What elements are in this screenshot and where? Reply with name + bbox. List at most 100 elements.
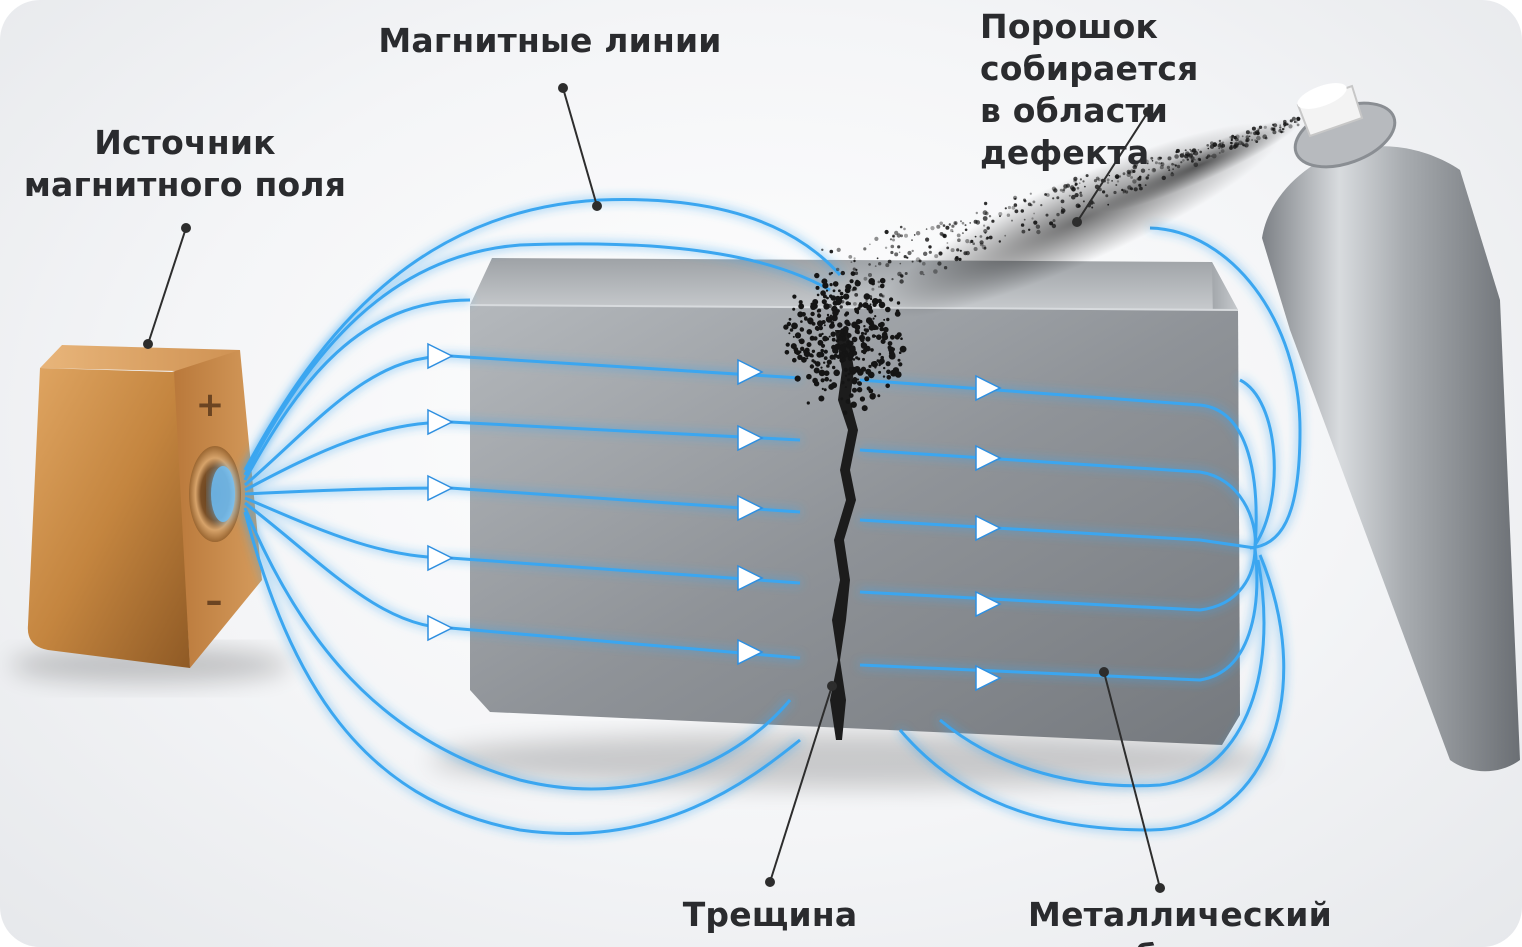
powder-particle	[829, 323, 834, 329]
powder-particle	[1175, 148, 1180, 153]
powder-particle	[879, 358, 885, 365]
leader-lines	[143, 83, 1165, 893]
powder-particle	[956, 233, 961, 238]
powder-particle	[1093, 179, 1098, 183]
powder-particle	[1011, 205, 1016, 210]
powder-particle	[988, 215, 992, 218]
powder-particle	[1020, 209, 1024, 213]
powder-particle	[870, 297, 873, 301]
powder-particle	[891, 278, 894, 281]
powder-particle	[846, 333, 852, 338]
powder-particle	[1279, 126, 1282, 129]
powder-particle	[1031, 217, 1034, 220]
powder-particle	[933, 269, 938, 274]
powder-particle	[907, 250, 912, 256]
powder-particle	[918, 259, 922, 263]
powder-particle	[830, 331, 836, 337]
powder-particle	[922, 261, 926, 266]
powder-particle	[979, 235, 983, 238]
powder-particle	[860, 337, 865, 343]
powder-particle	[851, 378, 858, 385]
powder-particle	[1071, 187, 1076, 192]
powder-particle	[823, 361, 826, 364]
powder-particle	[823, 349, 828, 354]
field-arrow	[427, 408, 454, 436]
powder-particle	[791, 322, 798, 330]
powder-particle	[953, 221, 958, 226]
powder-particle	[878, 363, 881, 367]
powder-particle	[1076, 186, 1080, 190]
powder-particle	[899, 345, 907, 353]
label-magnetic-source-line1: Источник	[94, 123, 276, 162]
powder-particle	[885, 263, 890, 268]
powder-particle	[999, 215, 1001, 218]
powder-particle	[823, 356, 828, 360]
field-arrow	[975, 374, 1002, 402]
powder-particle	[986, 236, 989, 240]
leader-field-lines	[562, 87, 598, 207]
powder-particle	[1293, 121, 1296, 123]
powder-particle	[1130, 187, 1133, 191]
powder-particle	[1127, 171, 1131, 175]
powder-particle	[817, 339, 824, 346]
powder-particle	[1218, 147, 1221, 150]
powder-particle	[865, 368, 872, 375]
powder-particle	[1258, 125, 1263, 129]
powder-particle	[813, 336, 818, 341]
powder-particle	[1251, 139, 1253, 141]
powder-particles	[783, 116, 1301, 415]
powder-particle	[871, 334, 876, 338]
powder-particle	[801, 356, 807, 363]
field-line	[859, 448, 1257, 549]
powder-particle	[818, 325, 823, 331]
powder-particle	[1245, 137, 1250, 142]
powder-particle	[814, 272, 820, 279]
powder-particle	[1154, 161, 1158, 165]
powder-particle	[983, 246, 987, 250]
powder-particle	[1115, 184, 1118, 186]
powder-particle	[928, 250, 932, 254]
powder-particle	[1158, 162, 1161, 165]
powder-particle	[886, 317, 890, 322]
powder-particle	[1079, 194, 1083, 197]
field-line	[859, 547, 1259, 682]
powder-particle	[872, 317, 875, 320]
powder-particle	[983, 224, 986, 227]
leader-dot	[1143, 107, 1153, 117]
powder-particle	[816, 351, 823, 358]
powder-particle	[1140, 168, 1146, 173]
powder-particle	[942, 224, 946, 227]
powder-particle	[923, 273, 925, 276]
powder-particle	[885, 383, 890, 389]
powder-particle	[1171, 171, 1174, 174]
powder-particle	[813, 367, 820, 374]
powder-particle	[1218, 139, 1222, 143]
powder-particle	[1270, 127, 1275, 131]
powder-particle	[1029, 203, 1033, 207]
powder-particle	[865, 317, 873, 324]
powder-particle	[1106, 178, 1110, 182]
powder-particle	[868, 263, 871, 266]
powder-particle	[826, 364, 830, 368]
powder-particle	[844, 374, 848, 377]
powder-particle	[869, 393, 876, 400]
powder-particle	[849, 393, 854, 398]
powder-particle	[974, 235, 977, 238]
powder-particle	[843, 293, 850, 300]
powder-particle	[815, 285, 820, 290]
powder-particle	[1011, 219, 1013, 222]
leader-powder	[1076, 111, 1149, 223]
powder-particle	[864, 376, 870, 382]
powder-particle	[1291, 116, 1296, 121]
field-arrow	[427, 342, 454, 370]
plus-sign: +	[196, 385, 225, 425]
field-arrow	[737, 358, 764, 386]
powder-particle	[826, 296, 829, 300]
powder-particle	[1033, 220, 1038, 225]
powder-particle	[998, 240, 1001, 243]
field-arrow	[737, 638, 764, 666]
powder-particle	[868, 364, 872, 368]
powder-particle	[1179, 153, 1185, 158]
powder-particle	[1255, 140, 1259, 144]
